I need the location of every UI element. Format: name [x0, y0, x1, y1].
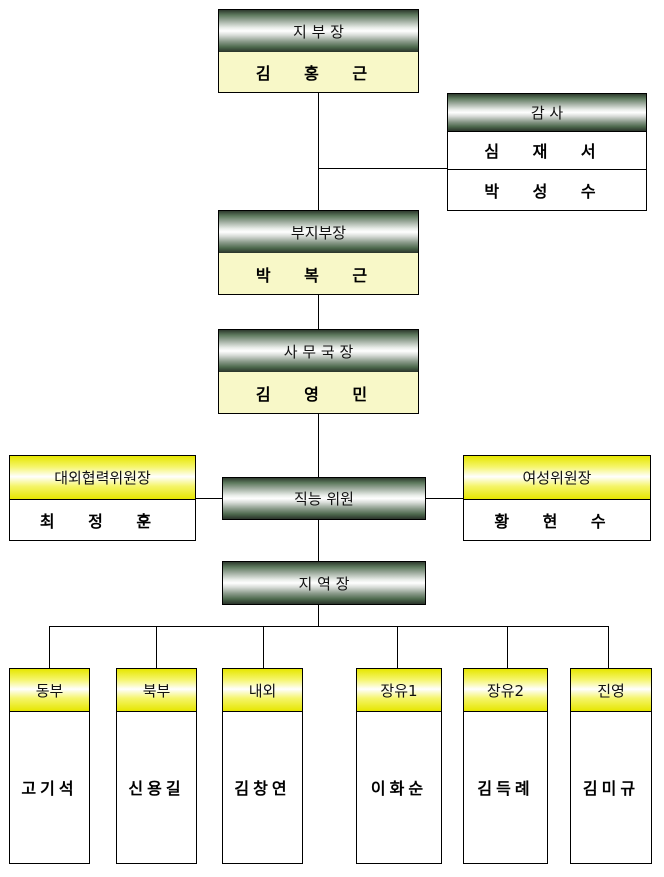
- regional-head-title: 지 역 장: [298, 574, 350, 593]
- connector: [318, 519, 319, 561]
- connector: [318, 92, 319, 210]
- functional-committee-title: 직능 위원: [294, 490, 354, 508]
- vice-chief-title: 부지부장: [219, 211, 418, 254]
- secretary-general-box: 사 무 국 장 김 영 민: [218, 329, 419, 414]
- connector: [49, 626, 609, 627]
- secretary-general-name: 김 영 민: [219, 372, 418, 413]
- region-title: 내외: [223, 669, 302, 712]
- region-name: 김창연: [234, 779, 291, 798]
- connector: [263, 626, 264, 668]
- regional-head-box: 지 역 장: [222, 561, 426, 605]
- connector: [196, 498, 222, 499]
- connector: [507, 626, 508, 668]
- region-box: 북부 신용길: [116, 668, 197, 864]
- region-name: 김미규: [582, 779, 640, 798]
- women-committee-title: 여성위원장: [464, 456, 650, 500]
- women-committee-name: 황 현 수: [494, 511, 620, 531]
- connector: [318, 604, 319, 626]
- region-title: 장유2: [464, 669, 547, 712]
- region-name: 이화순: [370, 779, 428, 798]
- connector: [318, 168, 448, 169]
- secretary-general-title: 사 무 국 장: [219, 330, 418, 373]
- auditor-title: 감 사: [448, 94, 646, 132]
- connector: [425, 498, 463, 499]
- connector: [156, 626, 157, 668]
- region-title: 북부: [117, 669, 196, 712]
- connector: [318, 413, 319, 477]
- functional-committee-box: 직능 위원: [222, 477, 426, 520]
- region-title: 동부: [10, 669, 89, 712]
- region-box: 동부 고기석: [9, 668, 90, 864]
- region-box: 내외 김창연: [222, 668, 303, 864]
- chief-title: 지 부 장: [219, 10, 418, 53]
- region-box: 장유1 이화순: [356, 668, 442, 864]
- region-title: 장유1: [357, 669, 441, 712]
- region-name: 김득례: [477, 779, 534, 798]
- auditor-name: 심 재 서: [448, 131, 646, 170]
- auditor-name: 박 성 수: [484, 182, 610, 201]
- vice-chief-name: 박 복 근: [219, 253, 418, 294]
- women-committee-box: 여성위원장 황 현 수: [463, 455, 651, 541]
- region-title: 진영: [571, 669, 651, 712]
- external-committee-box: 대외협력위원장 최 정 훈: [9, 455, 196, 541]
- region-box: 장유2 김득례: [463, 668, 548, 864]
- region-name: 신용길: [128, 779, 185, 798]
- chief-name: 김 홍 근: [219, 52, 418, 92]
- external-committee-title: 대외협력위원장: [10, 456, 195, 500]
- connector: [397, 626, 398, 668]
- vice-chief-box: 부지부장 박 복 근: [218, 210, 419, 295]
- connector: [49, 626, 50, 668]
- chief-box: 지 부 장 김 홍 근: [218, 9, 419, 93]
- region-name: 고기석: [21, 779, 78, 798]
- connector: [318, 294, 319, 329]
- auditor-box: 감 사 심 재 서 박 성 수: [447, 93, 647, 211]
- region-box: 진영 김미규: [570, 668, 652, 864]
- connector: [608, 626, 609, 668]
- external-committee-name: 최 정 훈: [39, 511, 166, 531]
